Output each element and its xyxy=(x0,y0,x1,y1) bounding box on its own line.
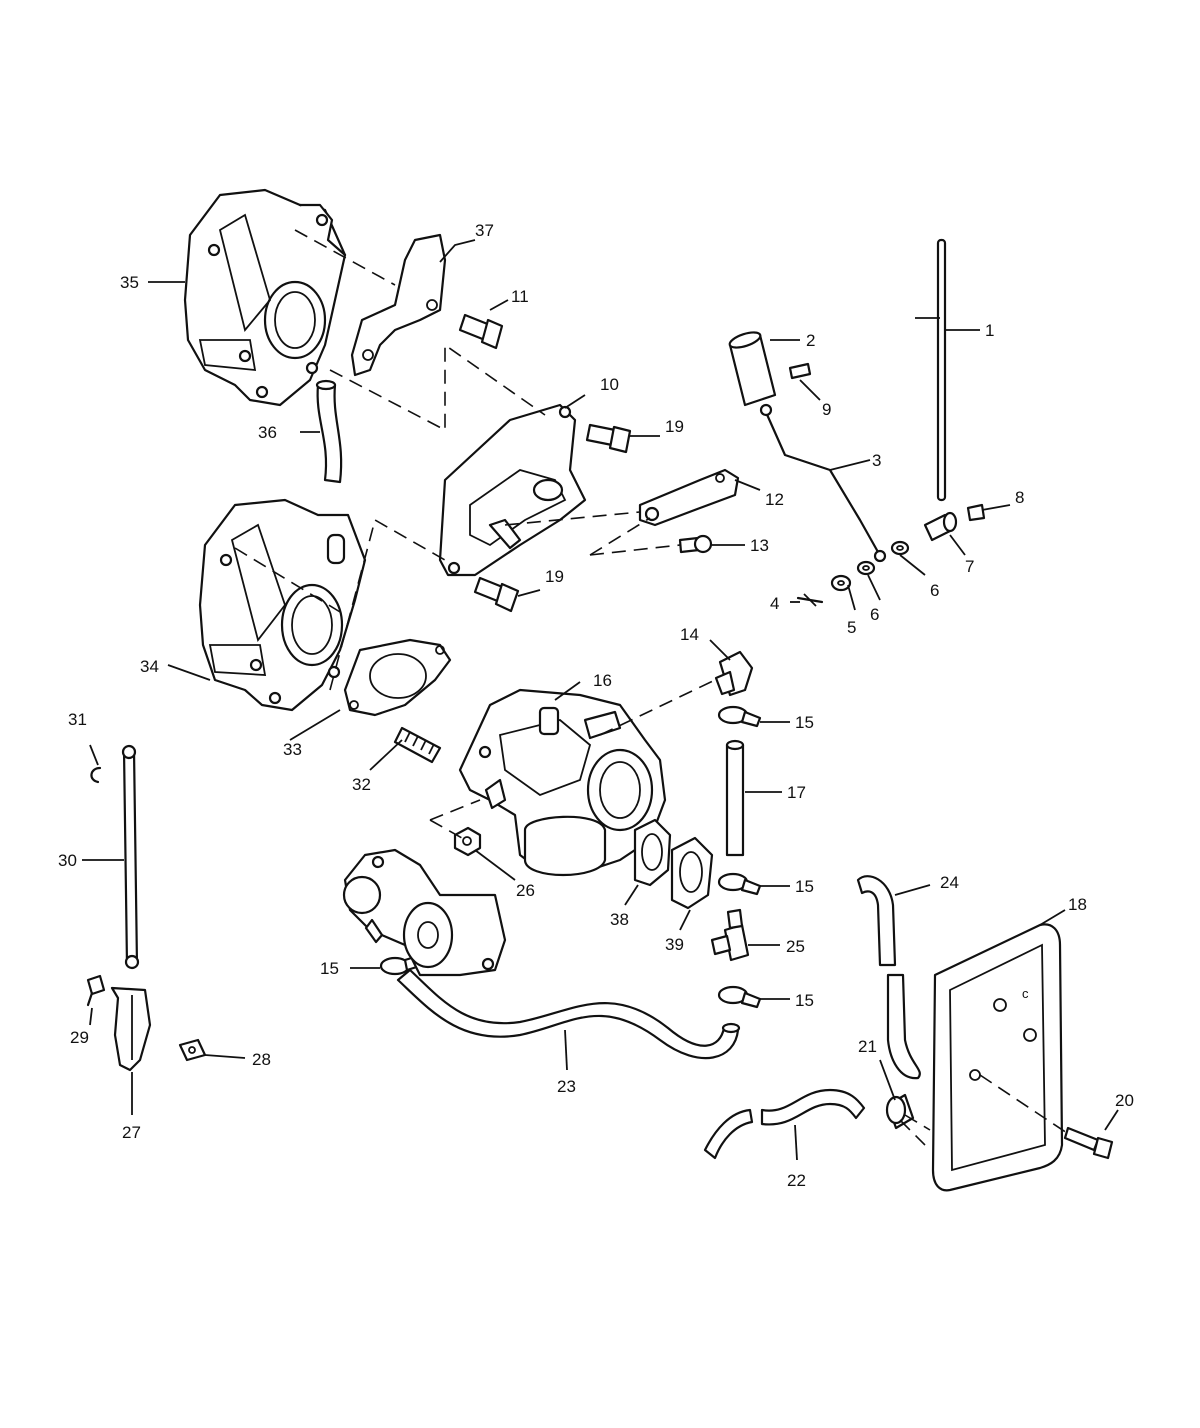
part-33-gasket xyxy=(343,638,452,717)
part-9-pin xyxy=(788,362,812,380)
label-26: 26 xyxy=(516,881,535,900)
part-7-fitting xyxy=(923,511,958,542)
part-25-tee-fitting xyxy=(710,908,750,962)
label-4: 4 xyxy=(770,594,779,613)
part-6-washer-left xyxy=(856,560,876,576)
label-10: 10 xyxy=(600,375,619,394)
hose-elbow xyxy=(886,973,921,1080)
label-15d: 15 xyxy=(320,959,339,978)
part-38-gasket xyxy=(633,818,672,887)
part-13-screw xyxy=(678,534,713,554)
label-25: 25 xyxy=(786,937,805,956)
part-3-link-rod xyxy=(759,403,887,563)
label-1: 1 xyxy=(985,321,994,340)
part-16-carburetor xyxy=(458,688,667,876)
part-35-adaptor-plate xyxy=(183,188,347,407)
label-17: 17 xyxy=(787,783,806,802)
part-12-lever xyxy=(638,468,740,527)
svg-text:c: c xyxy=(1022,986,1029,1001)
label-8: 8 xyxy=(1015,488,1024,507)
part-26-nut xyxy=(453,826,482,857)
part-10-mounting-plate xyxy=(438,403,587,577)
label-16: 16 xyxy=(593,671,612,690)
label-9: 9 xyxy=(822,400,831,419)
assembly-lines xyxy=(234,229,1071,1146)
part-20-screw xyxy=(1063,1126,1114,1160)
part-28-nut xyxy=(178,1038,207,1062)
part-14-elbow-fitting xyxy=(714,650,754,697)
label-7: 7 xyxy=(965,557,974,576)
part-37-bracket xyxy=(350,233,447,377)
part-15-clamp-middle xyxy=(717,872,762,896)
label-5: 5 xyxy=(847,618,856,637)
label-27: 27 xyxy=(122,1123,141,1142)
label-28: 28 xyxy=(252,1050,271,1069)
label-23: 23 xyxy=(557,1077,576,1096)
label-15c: 15 xyxy=(795,991,814,1010)
leader-lines xyxy=(82,239,1119,1161)
label-33: 33 xyxy=(283,740,302,759)
part-19-screw-lower xyxy=(473,576,520,613)
label-22: 22 xyxy=(787,1171,806,1190)
label-31: 31 xyxy=(68,710,87,729)
part-19-screw-upper xyxy=(585,423,632,454)
label-3: 3 xyxy=(872,451,881,470)
part-11-screw xyxy=(458,313,504,350)
part-39-gasket xyxy=(670,836,714,910)
part-24-hose xyxy=(856,875,897,967)
part-15-clamp-lower xyxy=(717,985,762,1009)
label-38: 38 xyxy=(610,910,629,929)
part-8-screw xyxy=(966,503,986,522)
fuel-pump xyxy=(342,848,507,977)
label-36: 36 xyxy=(258,423,277,442)
part-23-fuel-hose xyxy=(396,968,741,1060)
label-37: 37 xyxy=(475,221,494,240)
part-27-bracket xyxy=(110,986,152,1072)
label-14: 14 xyxy=(680,625,699,644)
part-15-clamp-upper xyxy=(717,705,762,728)
part-22-hose xyxy=(703,1088,866,1160)
label-15b: 15 xyxy=(795,877,814,896)
part-32-stud xyxy=(393,726,442,764)
label-15a: 15 xyxy=(795,713,814,732)
part-21-fitting xyxy=(885,1093,915,1130)
label-6b: 6 xyxy=(930,581,939,600)
label-12: 12 xyxy=(765,490,784,509)
part-34-adaptor-plate xyxy=(198,498,367,712)
part-36-hose xyxy=(315,379,343,484)
part-5-washer xyxy=(830,574,852,592)
label-18: 18 xyxy=(1068,895,1087,914)
label-34: 34 xyxy=(140,657,159,676)
part-17-hose xyxy=(725,739,745,857)
label-19b: 19 xyxy=(545,567,564,586)
label-6a: 6 xyxy=(870,605,879,624)
label-39: 39 xyxy=(665,935,684,954)
part-4-clip xyxy=(796,593,824,607)
part-labels: 1 2 3 4 5 6 6 7 8 9 10 11 12 13 14 15 15… xyxy=(58,221,1134,1190)
label-21: 21 xyxy=(858,1037,877,1056)
label-19a: 19 xyxy=(665,417,684,436)
label-20: 20 xyxy=(1115,1091,1134,1110)
part-31-clip xyxy=(90,766,102,784)
label-29: 29 xyxy=(70,1028,89,1047)
part-2-sleeve xyxy=(728,331,777,407)
label-11: 11 xyxy=(511,287,529,306)
part-6-washer-right xyxy=(890,540,910,556)
label-35: 35 xyxy=(120,273,139,292)
label-2: 2 xyxy=(806,331,815,350)
part-1-rod xyxy=(936,238,947,502)
label-24: 24 xyxy=(940,873,959,892)
part-29-screw xyxy=(86,974,106,1007)
part-30-link-rod xyxy=(121,744,140,970)
label-30: 30 xyxy=(58,851,77,870)
label-32: 32 xyxy=(352,775,371,794)
label-13: 13 xyxy=(750,536,769,555)
part-18-filter-cover: c xyxy=(931,923,1064,1192)
